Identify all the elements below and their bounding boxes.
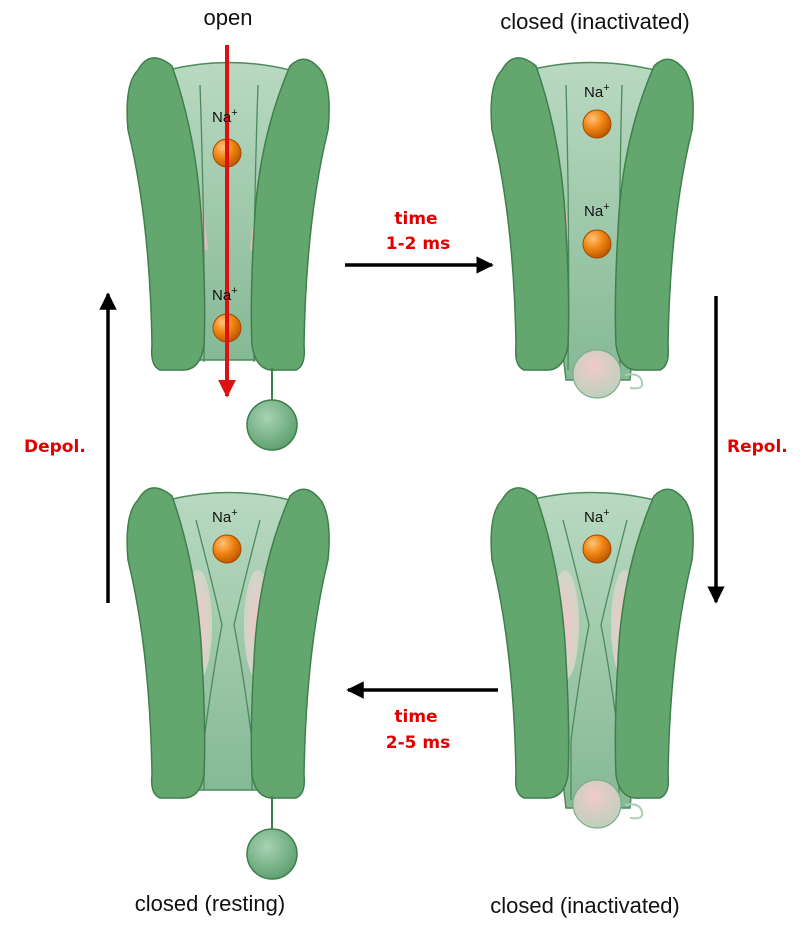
sodium-ion (583, 535, 611, 563)
state-label-open: open (204, 5, 253, 30)
state-label-inactivated-top: closed (inactivated) (500, 9, 690, 34)
inactivation-ball (247, 400, 297, 450)
state-label-inactivated-bottom: closed (inactivated) (490, 893, 680, 918)
channel-resting (127, 488, 329, 879)
sodium-ion (583, 230, 611, 258)
sodium-ion (583, 110, 611, 138)
channel-inactivated-top (491, 58, 693, 398)
transition-time-label: time (394, 707, 437, 727)
repolarization-label: Repol. (727, 437, 788, 457)
inactivation-ball (247, 829, 297, 879)
channel-inactivated-bottom (491, 488, 693, 828)
transition-duration-label: 2-5 ms (386, 733, 450, 753)
state-label-resting: closed (resting) (135, 891, 285, 916)
depolarization-label: Depol. (24, 437, 86, 457)
transition-duration-label: 1-2 ms (386, 234, 450, 254)
transition-time-label: time (394, 209, 437, 229)
sodium-ion (213, 535, 241, 563)
inactivation-ball (573, 350, 621, 398)
inactivation-ball (573, 780, 621, 828)
channel-open (127, 45, 329, 450)
